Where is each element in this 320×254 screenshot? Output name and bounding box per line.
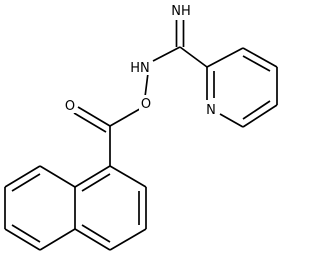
bond-carbonyl-double-b: [73, 112, 107, 133]
bond-nap-c1-c2: [109, 165, 147, 188]
bond-nap-c3-c4: [109, 228, 147, 251]
structure-svg: NH HN O O N: [4, 2, 278, 251]
bond-nap-inner-3: [81, 173, 111, 192]
bond-nap-c5-c4a: [39, 228, 76, 251]
bond-nap-c4-c4a: [74, 228, 111, 251]
bond-nap-c8-c7: [4, 165, 41, 188]
imine-label: NH: [171, 4, 191, 19]
imine-label-bg: [171, 2, 191, 18]
bond-pyr-c6-n: [219, 113, 244, 128]
bond-nap-inner-4: [11, 173, 41, 192]
bond-pyr-inner-2: [242, 100, 271, 120]
amide-nh-label: HN: [130, 61, 150, 76]
bond-nap-c8a-c8: [39, 165, 76, 188]
bond-nap-inner-5: [11, 224, 41, 243]
bond-pyr-inner-1: [242, 55, 271, 72]
bond-nap-c6-c5: [4, 228, 41, 251]
bond-amidine-nh: [152, 46, 181, 62]
molecule-canvas: NH HN O O N: [4, 2, 278, 251]
bond-nh-o: [144, 72, 149, 98]
carbonyl-oxygen-label: O: [65, 99, 75, 114]
amide-nh-label-bg: [128, 59, 152, 75]
pyridine-n-label-bg: [203, 101, 219, 117]
bond-carbonyl-double-a: [77, 106, 111, 127]
oxygen-link-label-bg: [139, 95, 153, 111]
oxygen-link-label: O: [141, 97, 151, 112]
pyridine-n-label: N: [206, 103, 216, 118]
bond-pyr-c5-c6: [242, 104, 278, 128]
bonds: [4, 20, 278, 251]
bond-pyr-c2-c3: [206, 47, 244, 68]
bond-pyr-c3-c4: [242, 47, 278, 68]
bond-nap-c8a-c1: [74, 165, 111, 188]
carbonyl-oxygen-label-bg: [63, 97, 77, 113]
bond-amidine-pyridine: [179, 46, 208, 68]
bond-nap-inner-2: [81, 224, 111, 243]
atom-labels: NH HN O O N: [63, 2, 219, 118]
